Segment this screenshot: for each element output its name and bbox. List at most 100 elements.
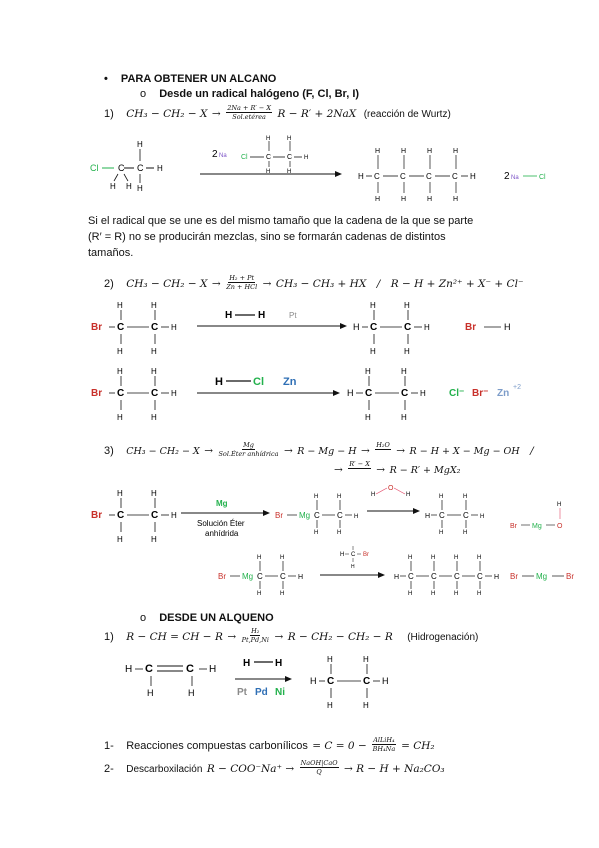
svg-text:H: H xyxy=(470,172,476,181)
svg-text:H: H xyxy=(480,514,484,520)
svg-text:C: C xyxy=(365,388,372,399)
svg-text:H: H xyxy=(157,164,163,173)
svg-text:H: H xyxy=(406,492,410,498)
scheme-zinc-reduction: Br C H H C H H H H Cl Zn H C H H C H H H… xyxy=(91,367,521,422)
svg-text:H: H xyxy=(477,555,481,561)
svg-text:H: H xyxy=(171,323,177,332)
svg-text:C: C xyxy=(401,388,408,399)
svg-text:H: H xyxy=(137,184,143,193)
svg-text:C: C xyxy=(151,388,158,399)
svg-text:Na: Na xyxy=(511,175,519,181)
svg-text:H: H xyxy=(327,655,333,664)
svg-text:H: H xyxy=(351,564,355,570)
list-item: 1- Reacciones compuestas carbonílicos = … xyxy=(104,736,435,754)
svg-text:H: H xyxy=(314,494,318,500)
svg-text:H: H xyxy=(151,413,157,422)
svg-text:H: H xyxy=(137,140,143,149)
svg-text:Mg: Mg xyxy=(532,523,542,530)
svg-text:C: C xyxy=(477,572,483,581)
svg-text:H: H xyxy=(209,664,216,675)
svg-text:Mg: Mg xyxy=(536,572,547,581)
svg-text:Pd: Pd xyxy=(255,687,268,698)
sodium-label: Na xyxy=(219,153,227,159)
svg-text:Br: Br xyxy=(91,388,102,399)
svg-text:H: H xyxy=(287,136,291,142)
svg-text:C: C xyxy=(151,510,158,521)
svg-text:H: H xyxy=(371,492,375,498)
svg-text:C: C xyxy=(337,511,343,520)
svg-text:C: C xyxy=(280,572,286,581)
bullet: • xyxy=(104,73,108,85)
svg-text:Br: Br xyxy=(510,523,518,530)
scheme-hydrogenolysis: Br C H H C H H H H H Pt H C H H C H H H … xyxy=(91,301,511,356)
svg-text:C: C xyxy=(137,163,144,173)
svg-text:H: H xyxy=(431,591,435,597)
svg-text:H: H xyxy=(365,413,371,422)
svg-text:H: H xyxy=(298,574,303,581)
svg-text:C: C xyxy=(431,572,437,581)
svg-text:H: H xyxy=(404,301,410,310)
svg-text:Pt: Pt xyxy=(237,687,248,698)
svg-text:H: H xyxy=(401,413,407,422)
svg-text:H: H xyxy=(557,502,561,508)
svg-text:H: H xyxy=(266,169,270,175)
chlorine-atom: Cl xyxy=(90,163,99,173)
svg-text:Br: Br xyxy=(275,511,283,520)
heading: • PARA OBTENER UN ALCANO xyxy=(104,73,276,85)
svg-text:C: C xyxy=(117,322,124,333)
svg-text:H: H xyxy=(454,555,458,561)
svg-text:H: H xyxy=(337,530,341,536)
equation-grignard-continuation: → R′ − X​ → R − R′ + MgX₂ xyxy=(334,460,461,476)
scheme-grignard-formation: Br C H H C H H H Mg Solución Éter anhídr… xyxy=(91,485,563,544)
svg-text:Ni: Ni xyxy=(275,687,285,698)
svg-text:H: H xyxy=(151,489,157,498)
svg-text:H: H xyxy=(463,530,467,536)
svg-text:Cl: Cl xyxy=(241,154,248,161)
svg-text:H: H xyxy=(337,494,341,500)
svg-text:Cl: Cl xyxy=(539,174,546,181)
svg-text:C: C xyxy=(463,511,469,520)
svg-text:C: C xyxy=(363,676,370,687)
svg-text:H: H xyxy=(117,347,123,356)
svg-text:H: H xyxy=(453,196,458,203)
eq-number: 1) xyxy=(104,108,114,120)
svg-text:C: C xyxy=(327,676,334,687)
heading-title: PARA OBTENER UN ALCANO xyxy=(120,73,277,85)
svg-text:H: H xyxy=(258,310,265,321)
svg-text:H: H xyxy=(431,555,435,561)
svg-text:H: H xyxy=(404,347,410,356)
svg-text:H: H xyxy=(310,676,317,686)
svg-text:Br: Br xyxy=(510,572,518,581)
svg-text:Br: Br xyxy=(218,572,226,581)
svg-text:H: H xyxy=(363,655,369,664)
section-title-halogen: o Desde un radical halógeno (F, Cl, Br, … xyxy=(140,88,359,100)
svg-text:H: H xyxy=(454,591,458,597)
svg-text:Cl⁻: Cl⁻ xyxy=(449,388,464,399)
svg-text:H: H xyxy=(420,389,426,398)
svg-text:C: C xyxy=(408,572,414,581)
svg-text:H: H xyxy=(280,555,284,561)
svg-text:H: H xyxy=(125,664,132,675)
svg-text:H: H xyxy=(117,301,123,310)
svg-text:H: H xyxy=(358,172,364,181)
svg-text:H: H xyxy=(463,494,467,500)
svg-text:C: C xyxy=(117,510,124,521)
scheme-wurtz: Cl C H H C H H H 2 Na Cl C H H C H H H H… xyxy=(90,136,546,203)
svg-text:H: H xyxy=(382,676,389,686)
svg-text:Pt: Pt xyxy=(289,311,297,320)
svg-text:H: H xyxy=(287,169,291,175)
svg-text:H: H xyxy=(314,530,318,536)
svg-text:H: H xyxy=(257,555,261,561)
eq-lhs: CH₃ − CH₂ − X xyxy=(126,108,208,120)
svg-text:Br: Br xyxy=(363,552,369,558)
svg-text:H: H xyxy=(117,367,123,376)
svg-text:H: H xyxy=(427,196,432,203)
svg-text:H: H xyxy=(275,658,282,669)
svg-text:Br: Br xyxy=(566,572,574,581)
svg-text:anhídrida: anhídrida xyxy=(205,529,239,538)
svg-text:Zn: Zn xyxy=(497,388,509,399)
svg-text:C: C xyxy=(117,388,124,399)
svg-text:H: H xyxy=(243,658,250,669)
svg-text:H: H xyxy=(215,376,223,388)
